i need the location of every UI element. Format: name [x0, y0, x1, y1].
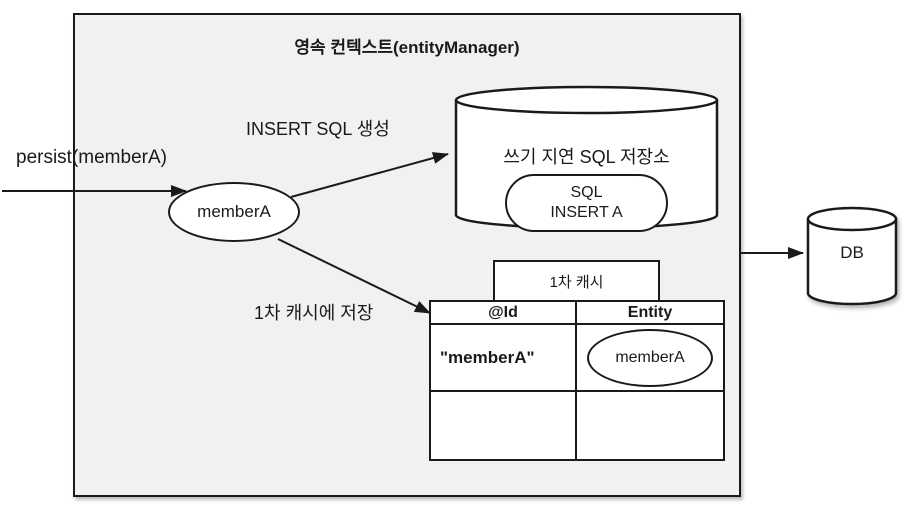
first-level-cache-title: 1차 캐시 [549, 273, 604, 291]
cache-table-row1-id: "memberA" [431, 325, 577, 392]
first-level-cache-table: @Id Entity "memberA" memberA [429, 300, 725, 461]
first-level-cache-title-box: 1차 캐시 [493, 260, 660, 302]
db-cylinder-body [806, 219, 898, 306]
persist-call-label: persist(memberA) [16, 147, 167, 168]
db-label: DB [840, 243, 864, 262]
cache-table-header-entity: Entity [577, 302, 723, 325]
member-entity-ellipse: memberA [168, 182, 300, 242]
sql-statement-box: SQL INSERT A [505, 174, 668, 232]
db-cylinder-top [806, 206, 898, 232]
insert-sql-arrow-label: INSERT SQL 생성 [246, 119, 390, 139]
sql-statement-line1: SQL [570, 184, 603, 201]
db-cylinder [806, 206, 898, 306]
cylinder-top [454, 85, 719, 115]
persistence-context-title: 영속 컨텍스트(entityManager) [294, 38, 520, 57]
write-behind-store-title: 쓰기 지연 SQL 저장소 [503, 147, 670, 167]
cached-entity-label: memberA [615, 348, 685, 366]
cache-table-row2-id [431, 392, 577, 459]
cache-table-row2-entity [577, 392, 723, 459]
cache-save-arrow-label: 1차 캐시에 저장 [254, 303, 374, 323]
sql-statement-line2: INSERT A [550, 204, 623, 221]
cache-table-header-id: @Id [431, 302, 577, 325]
member-entity-label: memberA [197, 202, 271, 221]
cache-table-row1-entity: memberA [577, 325, 723, 392]
cached-entity-ellipse: memberA [587, 328, 713, 387]
